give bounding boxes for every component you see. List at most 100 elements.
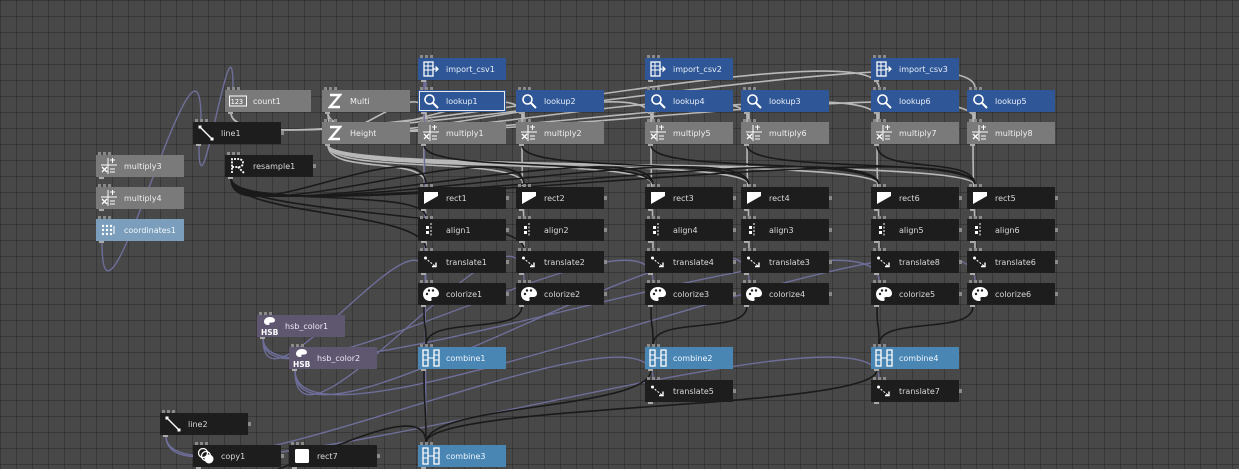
- output-port[interactable]: [959, 292, 962, 296]
- node-multiply1[interactable]: multiply1: [418, 119, 506, 146]
- output-port[interactable]: [733, 196, 736, 200]
- node-coordinates1[interactable]: coordinates1: [96, 216, 184, 243]
- node-multiply6[interactable]: multiply6: [741, 119, 829, 146]
- rect-shape-icon: [970, 188, 990, 208]
- node-copy1[interactable]: copy1: [193, 442, 284, 469]
- output-port[interactable]: [829, 260, 832, 264]
- node-colorize3[interactable]: colorize3: [645, 280, 736, 307]
- output-port[interactable]: [1055, 260, 1058, 264]
- dark-wire-15: [425, 305, 523, 346]
- node-combine2[interactable]: combine2: [645, 344, 733, 371]
- node-label: lookup1: [446, 96, 478, 106]
- node-align3[interactable]: align3: [741, 216, 832, 243]
- output-port[interactable]: [959, 228, 962, 232]
- node-align4[interactable]: align4: [645, 216, 736, 243]
- output-port[interactable]: [377, 454, 380, 458]
- translate-icon: [421, 252, 441, 272]
- node-combine1[interactable]: combine1: [418, 344, 506, 371]
- node-colorize6[interactable]: colorize6: [967, 280, 1058, 307]
- output-port[interactable]: [506, 260, 509, 264]
- output-port[interactable]: [506, 196, 509, 200]
- output-port[interactable]: [506, 292, 509, 296]
- node-label: import_csv3: [899, 64, 948, 74]
- output-port[interactable]: [604, 260, 607, 264]
- output-port[interactable]: [506, 228, 509, 232]
- node-translate8[interactable]: translate8: [871, 248, 962, 275]
- node-align1[interactable]: align1: [418, 216, 509, 243]
- node-multiply3[interactable]: multiply3: [96, 152, 184, 179]
- node-Multi[interactable]: Multi: [322, 87, 410, 114]
- node-line2[interactable]: line2: [160, 410, 251, 437]
- palette-icon: [519, 284, 539, 304]
- output-port[interactable]: [959, 389, 962, 393]
- node-translate2[interactable]: translate2: [516, 248, 607, 275]
- node-multiply5[interactable]: multiply5: [645, 119, 733, 146]
- node-align2[interactable]: align2: [516, 216, 607, 243]
- node-lookup5[interactable]: lookup5: [967, 87, 1055, 114]
- node-multiply8[interactable]: multiply8: [967, 119, 1055, 146]
- node-rect1[interactable]: rect1: [418, 184, 509, 211]
- node-label: hsb_color2: [317, 353, 361, 363]
- node-rect7[interactable]: rect7: [289, 442, 380, 469]
- output-port[interactable]: [604, 196, 607, 200]
- node-colorize1[interactable]: colorize1: [418, 280, 509, 307]
- node-rect4[interactable]: rect4: [741, 184, 832, 211]
- node-rect3[interactable]: rect3: [645, 184, 736, 211]
- output-port[interactable]: [829, 292, 832, 296]
- node-multiply4[interactable]: multiply4: [96, 184, 184, 211]
- output-port[interactable]: [733, 292, 736, 296]
- output-port[interactable]: [829, 196, 832, 200]
- output-port[interactable]: [604, 292, 607, 296]
- node-label: multiply4: [124, 193, 162, 203]
- node-lookup4[interactable]: lookup4: [645, 87, 733, 114]
- output-port[interactable]: [248, 422, 251, 426]
- output-port[interactable]: [959, 260, 962, 264]
- output-port[interactable]: [959, 196, 962, 200]
- node-label: Height: [350, 128, 377, 138]
- node-import_csv3[interactable]: import_csv3: [871, 55, 959, 82]
- output-port[interactable]: [733, 260, 736, 264]
- node-multiply2[interactable]: multiply2: [516, 119, 604, 146]
- node-align6[interactable]: align6: [967, 216, 1058, 243]
- output-port[interactable]: [1055, 228, 1058, 232]
- output-port[interactable]: [281, 131, 284, 135]
- node-lookup2[interactable]: lookup2: [516, 87, 604, 114]
- node-translate3[interactable]: translate3: [741, 248, 832, 275]
- node-align5[interactable]: align5: [871, 216, 962, 243]
- output-port[interactable]: [1055, 292, 1058, 296]
- output-port[interactable]: [313, 164, 316, 168]
- node-translate6[interactable]: translate6: [967, 248, 1058, 275]
- node-colorize4[interactable]: colorize4: [741, 280, 832, 307]
- output-port[interactable]: [829, 228, 832, 232]
- output-port[interactable]: [604, 228, 607, 232]
- node-import_csv1[interactable]: import_csv1: [418, 55, 506, 82]
- output-port[interactable]: [1055, 196, 1058, 200]
- node-colorize5[interactable]: colorize5: [871, 280, 962, 307]
- output-port[interactable]: [281, 454, 284, 458]
- node-combine4[interactable]: combine4: [871, 344, 959, 371]
- output-port[interactable]: [733, 228, 736, 232]
- node-translate1[interactable]: translate1: [418, 248, 509, 275]
- multiply-icon: [874, 123, 894, 143]
- node-combine3[interactable]: combine3: [418, 442, 506, 469]
- node-translate5[interactable]: translate5: [645, 377, 736, 404]
- node-line1[interactable]: line1: [193, 119, 284, 146]
- node-rect6[interactable]: rect6: [871, 184, 962, 211]
- node-rect2[interactable]: rect2: [516, 184, 607, 211]
- output-port[interactable]: [733, 389, 736, 393]
- node-translate7[interactable]: translate7: [871, 377, 962, 404]
- node-import_csv2[interactable]: import_csv2: [645, 55, 733, 82]
- node-lookup3[interactable]: lookup3: [741, 87, 829, 114]
- node-colorize2[interactable]: colorize2: [516, 280, 607, 307]
- node-lookup6[interactable]: lookup6: [871, 87, 959, 114]
- node-resample1[interactable]: resample1: [225, 152, 316, 179]
- node-rect5[interactable]: rect5: [967, 184, 1058, 211]
- node-multiply7[interactable]: multiply7: [871, 119, 959, 146]
- node-translate4[interactable]: translate4: [645, 248, 736, 275]
- node-Height[interactable]: Height: [322, 119, 410, 146]
- node-lookup1[interactable]: lookup1: [418, 87, 506, 114]
